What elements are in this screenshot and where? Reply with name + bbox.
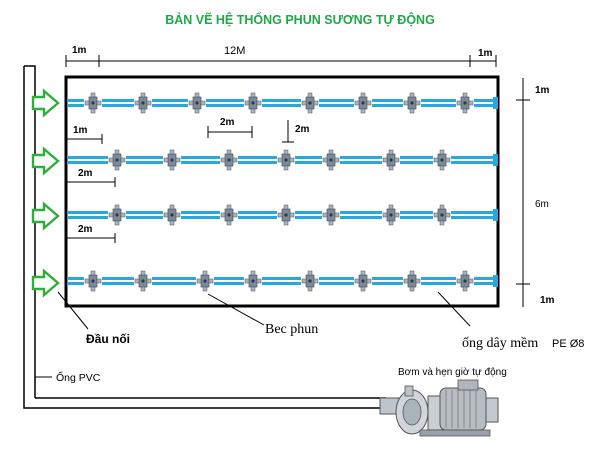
- dim-top-span: 12M: [224, 45, 245, 57]
- mist-nozzle-icon: [163, 149, 181, 171]
- dim-right-bottom: 1m: [540, 295, 555, 306]
- mist-nozzle-icon: [403, 92, 421, 114]
- mist-nozzle-icon: [196, 270, 214, 292]
- mist-nozzle-icon: [244, 92, 262, 114]
- connector-arrow-3: [31, 201, 60, 231]
- mist-nozzle-icon: [134, 270, 152, 292]
- connector-label: Đầu nối: [86, 332, 130, 346]
- hose-spec-label: PE Ø8: [552, 338, 584, 350]
- mist-nozzle-icon: [433, 204, 451, 226]
- mist-nozzle-icon: [108, 149, 126, 171]
- dim-row3-spacing: 2m: [78, 224, 93, 235]
- mist-nozzle-icon: [301, 92, 319, 114]
- dim-row2-spacing: 2m: [78, 168, 93, 179]
- mist-nozzle-icon: [322, 204, 340, 226]
- right-dimension: 1m 6m 1m: [516, 78, 555, 307]
- mist-nozzle-icon: [456, 92, 474, 114]
- dim-right-top: 1m: [535, 85, 550, 96]
- dim-row-spacing: 2m: [295, 124, 310, 135]
- inner-dimensions: 2m 2m 1m 2m 2m: [66, 117, 310, 243]
- hose-label: ống dây mềm: [462, 336, 538, 351]
- nozzle-label: Bec phun: [265, 322, 318, 337]
- pvc-pipe-label: Ống PVC: [56, 370, 101, 384]
- dim-row2-offset: 1m: [73, 125, 88, 136]
- mist-nozzle-icon: [163, 204, 181, 226]
- top-dimension: 1m 12M 1m: [65, 45, 497, 67]
- mist-nozzle-icon: [433, 149, 451, 171]
- greenhouse-frame: [64, 75, 500, 308]
- hose-lines: [67, 92, 498, 292]
- mist-nozzle-icon: [244, 270, 262, 292]
- dim-top-right: 1m: [478, 48, 493, 59]
- mist-nozzle-icon: [456, 270, 474, 292]
- dim-top-left: 1m: [72, 45, 87, 56]
- hose-end-cap: [493, 154, 498, 166]
- connector-arrow-4: [31, 268, 60, 298]
- mist-nozzle-icon: [277, 204, 295, 226]
- mist-nozzle-icon: [354, 92, 372, 114]
- leader-lines: [35, 291, 471, 378]
- hose-end-cap: [493, 275, 498, 287]
- mist-nozzle-icon: [301, 270, 319, 292]
- mist-nozzle-icon: [84, 92, 102, 114]
- connector-arrow-2: [31, 146, 60, 176]
- diagram-title: BẢN VẼ HỆ THỐNG PHUN SƯƠNG TỰ ĐỘNG: [165, 12, 435, 27]
- mist-nozzle-icon: [108, 204, 126, 226]
- pvc-pipe: [23, 65, 386, 409]
- mist-nozzle-icon: [382, 149, 400, 171]
- dim-nozzle-spacing: 2m: [220, 117, 235, 128]
- hose-end-cap: [493, 97, 498, 109]
- mist-nozzle-icon: [188, 92, 206, 114]
- mist-nozzle-icon: [403, 270, 421, 292]
- mist-nozzle-icon: [134, 92, 152, 114]
- connector-arrows: [31, 88, 60, 298]
- connector-arrow-1: [31, 88, 60, 118]
- pump-timer-image: [379, 379, 499, 437]
- pump-label: Bơm và hẹn giờ tự động: [398, 367, 507, 378]
- dim-right-middle: 6m: [535, 199, 549, 210]
- mist-nozzle-icon: [220, 149, 238, 171]
- mist-nozzle-icon: [84, 270, 102, 292]
- mist-nozzle-icon: [220, 204, 238, 226]
- hose-end-cap: [493, 209, 498, 221]
- mist-nozzle-icon: [277, 149, 295, 171]
- mist-nozzle-icon: [354, 270, 372, 292]
- mist-nozzle-icon: [382, 204, 400, 226]
- mist-nozzle-icon: [322, 149, 340, 171]
